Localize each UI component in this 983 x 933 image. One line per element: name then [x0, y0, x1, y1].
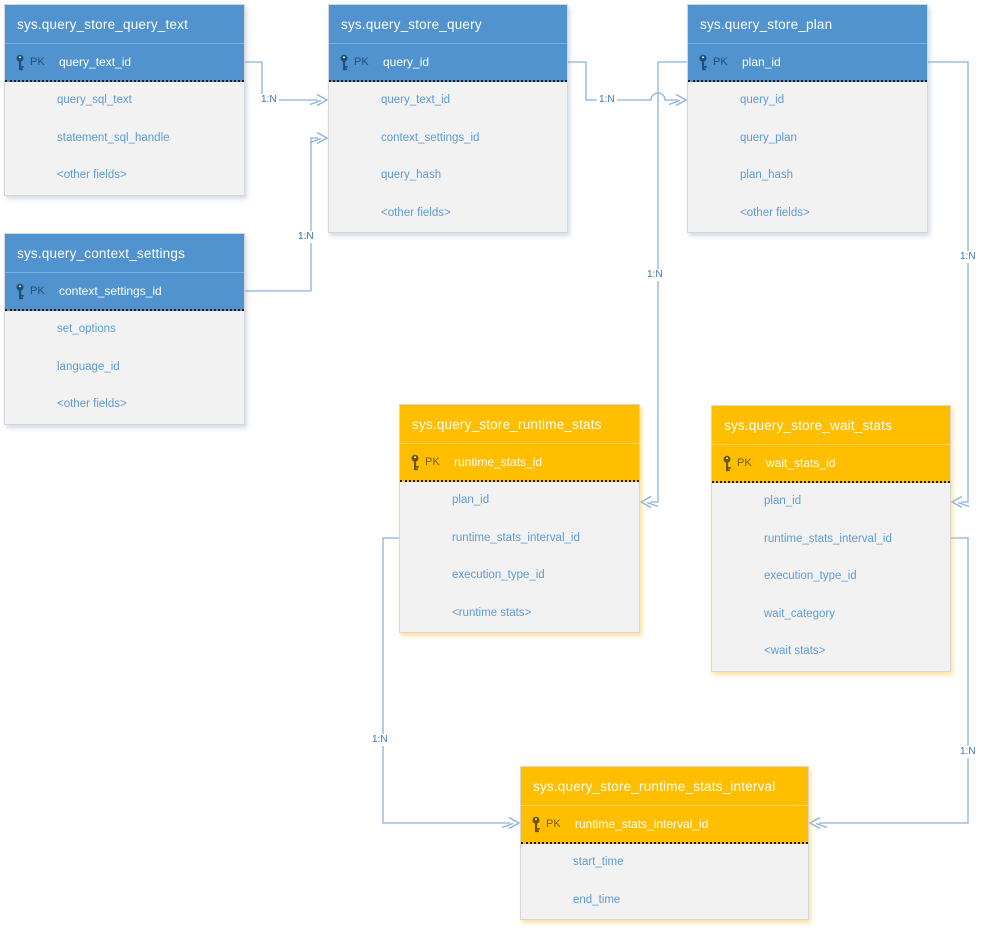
table-title: sys.query_context_settings: [5, 234, 244, 273]
cardinality-label: 1:N: [958, 251, 978, 263]
key-icon: [699, 54, 707, 70]
key-icon: [723, 455, 731, 471]
pk-row: PK plan_id: [688, 44, 927, 82]
relation-query-to-plan[interactable]: [568, 61, 688, 107]
field-row: runtime_stats_interval_id: [764, 532, 892, 545]
key-icon: [411, 454, 419, 470]
pk-label: PK: [30, 285, 45, 297]
field-row: plan_id: [452, 494, 490, 506]
field-list: set_options language_id <other fields>: [5, 311, 244, 424]
field-list: query_sql_text statement_sql_handle <oth…: [5, 82, 244, 195]
field-row: plan_hash: [740, 169, 794, 181]
field-row: <other fields>: [57, 169, 127, 181]
pk-field-name: query_id: [383, 55, 430, 69]
entity-query-store-query-text[interactable]: sys.query_store_query_text PK query_text…: [4, 4, 245, 196]
pk-label: PK: [713, 56, 728, 68]
table-title: sys.query_store_query: [329, 5, 567, 44]
field-row: <runtime stats>: [452, 606, 532, 619]
pk-field-name: runtime_stats_interval_id: [575, 817, 709, 831]
entity-query-store-runtime-stats[interactable]: sys.query_store_runtime_stats PK runtime…: [399, 404, 640, 633]
pk-label: PK: [425, 456, 440, 468]
field-row: <other fields>: [57, 398, 127, 410]
field-row: query_text_id: [381, 94, 451, 106]
field-row: end_time: [573, 893, 621, 906]
cardinality-label: 1:N: [296, 231, 316, 243]
pk-field-name: plan_id: [742, 55, 781, 69]
field-list: plan_id runtime_stats_interval_id execut…: [400, 482, 639, 632]
pk-row: PK runtime_stats_id: [400, 444, 639, 482]
entity-query-store-runtime-stats-interval[interactable]: sys.query_store_runtime_stats_interval P…: [520, 766, 809, 920]
field-row: context_settings_id: [381, 131, 480, 144]
field-list: query_text_id context_settings_id query_…: [329, 82, 567, 232]
cardinality-label: 1:N: [645, 269, 665, 281]
cardinality-label: 1:N: [259, 94, 279, 106]
relation-contextsettings-to-query[interactable]: [245, 131, 329, 292]
table-title: sys.query_store_wait_stats: [712, 406, 950, 445]
field-row: query_sql_text: [57, 94, 132, 106]
relation-plan-to-runtimestats[interactable]: [639, 61, 687, 509]
field-row: start_time: [573, 856, 624, 868]
pk-label: PK: [30, 56, 45, 68]
pk-field-name: wait_stats_id: [766, 456, 836, 470]
field-row: wait_category: [764, 607, 835, 620]
cardinality-label: 1:N: [597, 94, 617, 106]
table-title: sys.query_store_plan: [688, 5, 927, 44]
pk-row: PK query_id: [329, 44, 567, 82]
field-row: set_options: [57, 323, 116, 335]
pk-row: PK query_text_id: [5, 44, 244, 82]
entity-query-store-wait-stats[interactable]: sys.query_store_wait_stats PK wait_stats…: [711, 405, 951, 672]
key-icon: [532, 816, 540, 832]
table-title: sys.query_store_query_text: [5, 5, 244, 44]
pk-row: PK wait_stats_id: [712, 445, 950, 483]
relation-runtimestats-to-interval[interactable]: [382, 537, 521, 830]
field-list: plan_id runtime_stats_interval_id execut…: [712, 483, 950, 671]
field-row: language_id: [57, 360, 120, 373]
relation-waitstats-to-interval[interactable]: [808, 537, 969, 830]
cardinality-label: 1:N: [958, 746, 978, 758]
key-icon: [340, 54, 348, 70]
pk-label: PK: [737, 457, 752, 469]
entity-query-store-plan[interactable]: sys.query_store_plan PK plan_id query_id…: [687, 4, 928, 233]
field-row: statement_sql_handle: [57, 131, 170, 144]
field-list: start_time end_time: [521, 844, 808, 919]
table-title: sys.query_store_runtime_stats: [400, 405, 639, 444]
field-row: runtime_stats_interval_id: [452, 531, 580, 544]
field-row: plan_id: [764, 495, 802, 507]
field-row: execution_type_id: [452, 569, 545, 581]
field-row: execution_type_id: [764, 570, 857, 582]
pk-row: PK context_settings_id: [5, 273, 244, 311]
pk-label: PK: [546, 818, 561, 830]
key-icon: [16, 283, 24, 299]
field-row: query_plan: [740, 131, 797, 144]
cardinality-label: 1:N: [370, 734, 390, 746]
field-row: <other fields>: [381, 206, 451, 219]
table-title: sys.query_store_runtime_stats_interval: [521, 767, 808, 806]
entity-query-context-settings[interactable]: sys.query_context_settings PK context_se…: [4, 233, 245, 425]
entity-query-store-query[interactable]: sys.query_store_query PK query_id query_…: [328, 4, 568, 233]
field-row: query_id: [740, 94, 785, 106]
pk-field-name: runtime_stats_id: [454, 455, 543, 469]
field-row: query_hash: [381, 169, 442, 181]
pk-row: PK runtime_stats_interval_id: [521, 806, 808, 844]
field-row: <wait stats>: [764, 645, 826, 657]
relation-plan-to-waitstats[interactable]: [928, 61, 970, 509]
pk-field-name: query_text_id: [59, 55, 132, 69]
field-row: <other fields>: [740, 206, 810, 219]
key-icon: [16, 54, 24, 70]
field-list: query_id query_plan plan_hash <other fie…: [688, 82, 927, 232]
relation-querytext-to-query[interactable]: [245, 61, 329, 107]
pk-field-name: context_settings_id: [59, 284, 162, 298]
pk-label: PK: [354, 56, 369, 68]
